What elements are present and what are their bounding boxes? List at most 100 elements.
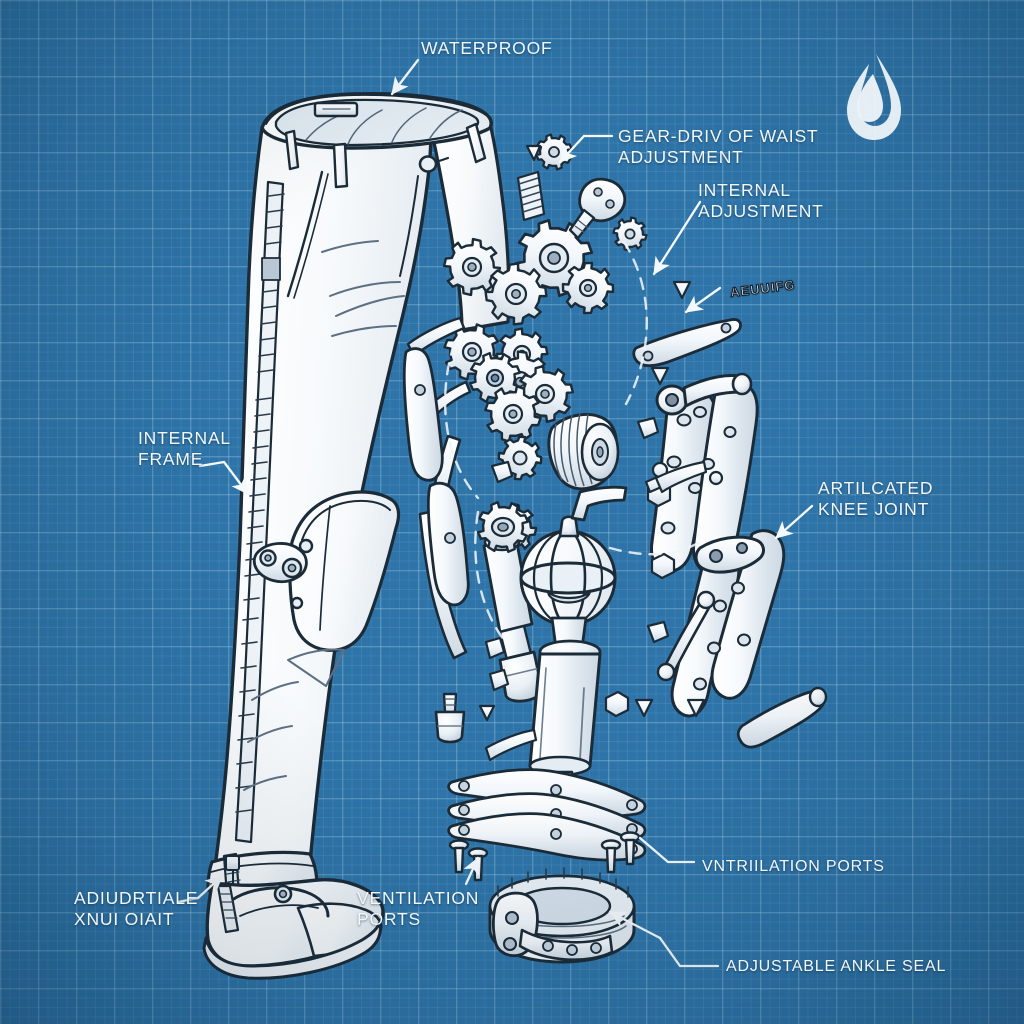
pocket-buckle xyxy=(252,542,308,583)
leader-vent-left xyxy=(463,856,480,886)
ball-b xyxy=(708,470,724,486)
front-pocket-edge xyxy=(293,173,329,299)
leader-internal-frame-arrow xyxy=(222,460,250,496)
knee-top-pivot xyxy=(655,372,753,416)
cone-pin-e xyxy=(634,698,654,718)
rod-short-a xyxy=(484,728,538,762)
drum-knurl-lines xyxy=(553,412,593,487)
flat-plate-hole-a xyxy=(642,350,654,362)
boot-strap-eyelet-inner xyxy=(278,889,288,899)
assembly-path-lines xyxy=(443,240,702,642)
knee-linkage-group xyxy=(632,318,828,749)
label-waterproof: WATERPROOF xyxy=(421,38,553,58)
cargo-pocket-rivet-bottom xyxy=(290,596,304,610)
assembly-path-upper xyxy=(622,240,648,406)
waist-button xyxy=(418,155,438,173)
cone-pin-b xyxy=(672,280,692,300)
label-adjustable-ankle-seal: ADJUSTABLE ANKLE SEAL xyxy=(726,958,947,975)
leader-ankle-seal-arrow xyxy=(608,910,662,940)
rod-short-b xyxy=(654,460,708,494)
belt-loop-center xyxy=(332,142,349,189)
chunk-c xyxy=(490,460,514,484)
frame-rail-connector xyxy=(261,257,281,281)
clamp-strap-holes xyxy=(542,940,602,956)
label-adjustable-knee-joint: ADIUDRTIALE XNUI OIAIT xyxy=(74,888,199,930)
cone-pin-f xyxy=(478,704,496,722)
octa-nut-b xyxy=(604,690,630,718)
chunk-d xyxy=(484,636,506,660)
long-pin-cap xyxy=(808,686,828,708)
label-ventilation-ports-right: VNTRIILATION PORTS xyxy=(702,858,885,875)
knee-link-bolt-holes xyxy=(660,406,737,535)
leader-adjustable-knee-arrow xyxy=(196,874,224,900)
frame-rail-rungs xyxy=(235,193,285,813)
chunk-b xyxy=(646,620,670,644)
screw-b xyxy=(467,847,489,882)
cargo-pocket-panel xyxy=(301,499,391,541)
assembly-path-mid xyxy=(608,540,702,556)
piston-small xyxy=(477,501,544,703)
boot-sole xyxy=(202,920,382,980)
front-pocket-opening xyxy=(286,170,324,298)
assembly-path-left xyxy=(443,342,480,500)
button-shank xyxy=(434,156,450,164)
cargo-pocket-seam xyxy=(319,505,331,631)
knee-lower-link-right xyxy=(710,529,786,700)
leader-vent-right xyxy=(638,836,696,864)
ankle-assembly-group xyxy=(447,768,647,964)
gyro-top-post xyxy=(558,515,580,538)
belt-loop-left xyxy=(284,129,300,171)
leader-knee-joint xyxy=(774,504,814,540)
screw-d xyxy=(619,831,641,866)
clamp-ring-teeth xyxy=(497,867,629,898)
cargo-pocket-flap xyxy=(288,490,401,652)
bolt-standalone xyxy=(434,692,466,744)
logo-outer-drop xyxy=(847,54,901,140)
leader-garbled-mark xyxy=(684,286,722,314)
upper-leg-strut xyxy=(402,347,444,482)
waistband-rim xyxy=(265,93,487,125)
leader-lines xyxy=(176,58,814,968)
scattered-hardware-group xyxy=(478,144,724,762)
label-gear-drive-of-waist-adjustment: GEAR-DRIV OF WAIST ADJUSTMENT xyxy=(618,126,819,168)
boot-vamp-seam xyxy=(239,904,319,917)
leader-ankle-seal xyxy=(658,936,720,968)
knee-pivot-hub xyxy=(694,535,765,574)
label-articulated-knee-joint: ARTILCATED KNEE JOINT xyxy=(818,478,934,520)
frame-rail-outline xyxy=(234,180,285,844)
label-ventilation-ports-left: VENTILATION PORTS xyxy=(357,888,480,930)
motor-shaft xyxy=(568,208,596,240)
cargo-pocket-rivet-top xyxy=(298,538,314,554)
coil-spring xyxy=(516,170,546,222)
cone-pin-c xyxy=(650,366,670,386)
knee-tie-rod xyxy=(656,590,716,682)
fabric-crease-lines xyxy=(321,240,405,337)
shin-strut-hole xyxy=(444,532,456,544)
cuff-stitch xyxy=(210,862,314,873)
cargo-pocket-vent-dart xyxy=(287,648,345,687)
bent-rod-tool xyxy=(570,485,628,522)
gear-cluster-group xyxy=(439,133,648,556)
washer-a xyxy=(488,668,510,692)
shin-strut xyxy=(426,481,470,607)
long-pin-rod xyxy=(736,689,826,749)
water-drop-flame-logo xyxy=(843,52,905,142)
flat-link-plate xyxy=(632,318,742,367)
cone-pin-d xyxy=(686,698,706,718)
boot-ankle-strap xyxy=(230,886,330,918)
flat-plate-hole-b xyxy=(720,322,732,334)
internal-frame-rail xyxy=(234,180,285,844)
gyro-inner-rotor xyxy=(546,590,592,604)
motor-block xyxy=(568,177,627,240)
octa-nut-c xyxy=(650,552,676,580)
leader-internal-frame xyxy=(198,460,226,468)
gyro-cage-sphere xyxy=(519,515,617,650)
vent-plate-bottom xyxy=(447,812,647,862)
lower-leg-creases xyxy=(243,681,299,791)
label-internal-adjustment: INTERNAL ADJUSTMENT xyxy=(698,180,824,222)
belt-loops xyxy=(284,122,487,189)
knurled-drum xyxy=(547,412,620,491)
